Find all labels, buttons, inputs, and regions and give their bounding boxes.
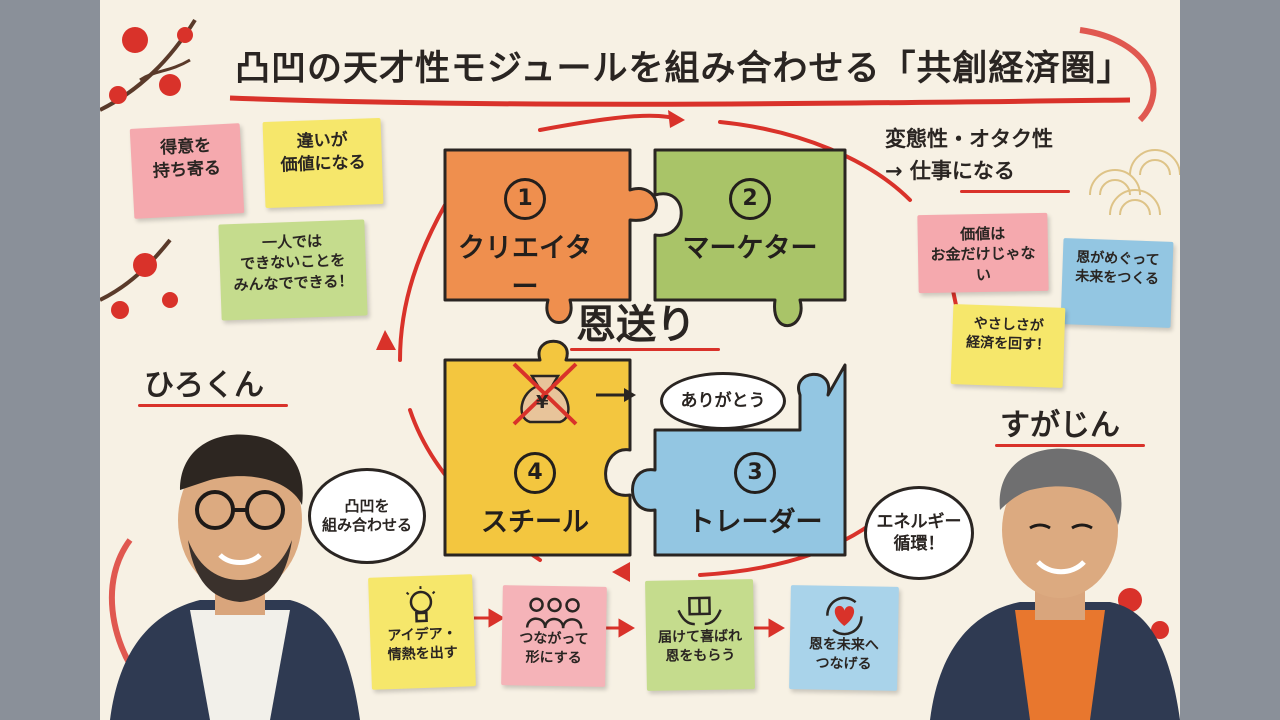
person-right-illustration	[930, 448, 1180, 720]
piece-name-trader: トレーダー	[687, 507, 823, 538]
right-note-3: やさしさが 経済を回す！	[950, 304, 1066, 388]
person-left-illustration	[110, 434, 360, 720]
right-note-2-text: 恩がめぐって 未来をつくる	[1075, 249, 1160, 288]
person-left-speech-text: 凸凹を 組み合わせる	[321, 496, 412, 535]
step-3-text: 届けて喜ばれ 恩をもらう	[657, 628, 743, 665]
lightbulb-icon	[405, 585, 436, 623]
person-left-name: ひろくん	[144, 368, 264, 403]
piece-marketer: 2 マーケター	[670, 178, 830, 265]
gift-icon	[677, 596, 722, 626]
center-label-underline	[570, 348, 720, 351]
piece-number-2: 2	[729, 178, 771, 220]
arrow-right-icon	[594, 385, 638, 409]
piece-steel: 4 スチール	[455, 452, 615, 539]
piece-trader: 3 トレーダー	[675, 452, 835, 539]
yen-symbol: ¥	[536, 392, 549, 413]
center-label: 恩送り	[576, 302, 696, 348]
step-4-text: 恩を未来へ つなげる	[808, 636, 880, 673]
people-icon	[525, 597, 583, 629]
piece-creator: 1 クリエイター	[445, 178, 605, 304]
step-2-text: つながって 形にする	[519, 630, 589, 667]
left-note-2-text: 違いが 価値になる	[280, 130, 366, 176]
right-note-1-text: 価値は お金だけじゃない	[930, 224, 1036, 284]
money-bag-icon: ¥	[510, 358, 580, 428]
step-3: 届けて喜ばれ 恩をもらう	[645, 579, 755, 691]
right-header: 変態性・オタク性 → 仕事になる	[885, 127, 1053, 183]
step-4: 恩を未来へ つなげる	[789, 585, 899, 691]
puzzle-piece-creator	[443, 148, 658, 324]
person-right-speech: エネルギー 循環！	[864, 486, 974, 580]
illustration-canvas: 凸凹の天才性モジュールを組み合わせる「共創経済圏」 1 クリエイター 2 マーケ…	[100, 0, 1180, 720]
right-header-underline	[960, 190, 1070, 193]
right-note-3-text: やさしさが 経済を回す！	[965, 315, 1051, 354]
person-left-underline	[138, 404, 288, 407]
piece-name-creator: クリエイター	[458, 233, 592, 303]
thanks-bubble: ありがとう	[660, 372, 786, 430]
person-right-speech-text: エネルギー 循環！	[876, 511, 962, 554]
puzzle-piece-marketer	[653, 148, 847, 328]
step-2: つながって 形にする	[501, 585, 607, 687]
piece-number-4: 4	[514, 452, 556, 494]
left-note-3: 一人では できないことを みんなでできる！	[218, 219, 368, 321]
person-right-underline	[995, 444, 1145, 447]
heart-cycle-icon	[826, 596, 863, 636]
piece-number-1: 1	[504, 178, 546, 220]
left-note-3-text: 一人では できないことを みんなでできる！	[233, 231, 354, 294]
piece-name-steel: スチール	[481, 507, 589, 538]
left-note-1-text: 得意を 持ち寄る	[152, 135, 222, 182]
right-note-1: 価値は お金だけじゃない	[917, 212, 1049, 294]
piece-number-3: 3	[734, 452, 776, 494]
left-note-1: 得意を 持ち寄る	[129, 123, 245, 219]
left-note-2: 違いが 価値になる	[262, 117, 384, 209]
step-1-text: アイデア・ 情熱を出す	[387, 625, 459, 664]
piece-name-marketer: マーケター	[682, 233, 818, 264]
person-right-name: すがじん	[1000, 408, 1120, 443]
right-note-2: 恩がめぐって 未来をつくる	[1060, 238, 1174, 328]
page-title: 凸凹の天才性モジュールを組み合わせる「共創経済圏」	[235, 49, 1133, 89]
step-1: アイデア・ 情熱を出す	[368, 574, 476, 690]
puzzle-piece-steel	[443, 339, 632, 557]
person-left-speech: 凸凹を 組み合わせる	[308, 468, 426, 564]
thanks-bubble-text: ありがとう	[680, 390, 766, 411]
